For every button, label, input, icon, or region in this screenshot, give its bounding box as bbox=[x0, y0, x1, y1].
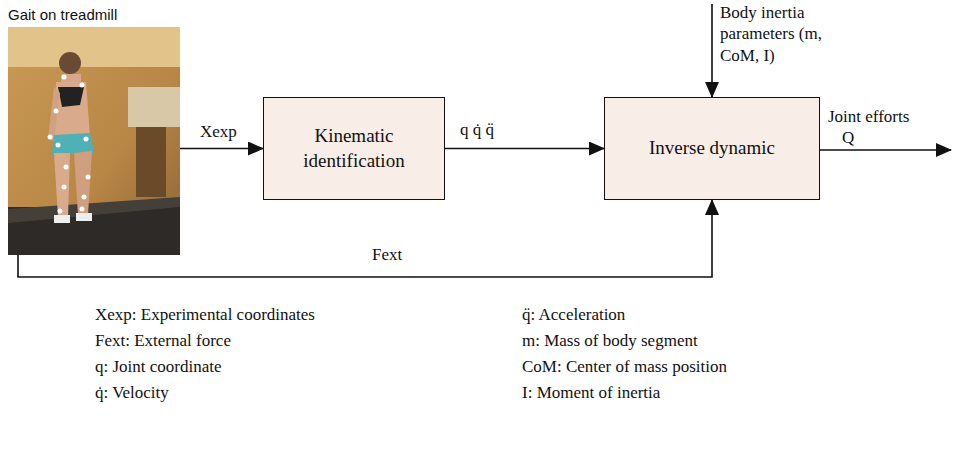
legend-definition: Fext: External force bbox=[95, 330, 231, 351]
input-arrow bbox=[711, 4, 713, 97]
signal-label: Fext bbox=[370, 244, 404, 265]
signal-label: Xexp bbox=[198, 121, 239, 142]
output-label: Joint efforts bbox=[828, 106, 909, 127]
photo-holder bbox=[8, 27, 180, 255]
connector-arrow bbox=[180, 148, 263, 150]
connector-arrow bbox=[445, 148, 604, 150]
signal-label: q q̇ q̈ bbox=[458, 119, 496, 140]
gait-photo bbox=[8, 27, 180, 255]
legend-definition: I: Moment of inertia bbox=[522, 382, 660, 403]
process-box: Inverse dynamic bbox=[604, 97, 820, 200]
legend-definition: Xexp: Experimental coordinates bbox=[95, 304, 315, 325]
box-label: Kinematic identification bbox=[274, 124, 434, 173]
legend-definition: m: Mass of body segment bbox=[522, 330, 698, 351]
output-arrow bbox=[820, 149, 951, 151]
photo-panel: Gait on treadmill bbox=[8, 6, 180, 255]
input-label: Body inertia parameters (m, CoM, I) bbox=[720, 2, 824, 66]
photo-heading: Gait on treadmill bbox=[8, 6, 180, 23]
legend-definition: q̈: Acceleration bbox=[522, 304, 625, 325]
process-box: Kinematic identification bbox=[263, 97, 445, 200]
legend-definition: q̇: Velocity bbox=[95, 382, 169, 403]
legend-definition: CoM: Center of mass position bbox=[522, 356, 727, 377]
output-symbol: Q bbox=[842, 127, 854, 148]
legend-definition: q: Joint coordinate bbox=[95, 356, 222, 377]
box-label: Inverse dynamic bbox=[649, 136, 775, 161]
